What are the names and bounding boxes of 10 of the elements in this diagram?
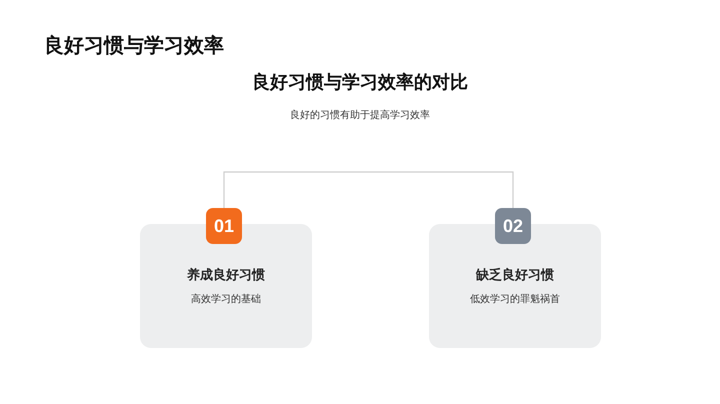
connector-line (223, 171, 514, 208)
section-heading: 良好习惯与学习效率的对比 (252, 71, 468, 94)
step-number-tile: 01 (206, 208, 242, 244)
step-number-tile: 02 (495, 208, 531, 244)
card-description: 高效学习的基础 (191, 292, 261, 306)
page-title: 良好习惯与学习效率 (44, 32, 224, 59)
subtitle-text: 良好的习惯有助于提高学习效率 (290, 108, 430, 122)
card-heading: 缺乏良好习惯 (476, 266, 554, 284)
card-heading: 养成良好习惯 (187, 266, 265, 284)
card-description: 低效学习的罪魁祸首 (470, 292, 560, 306)
